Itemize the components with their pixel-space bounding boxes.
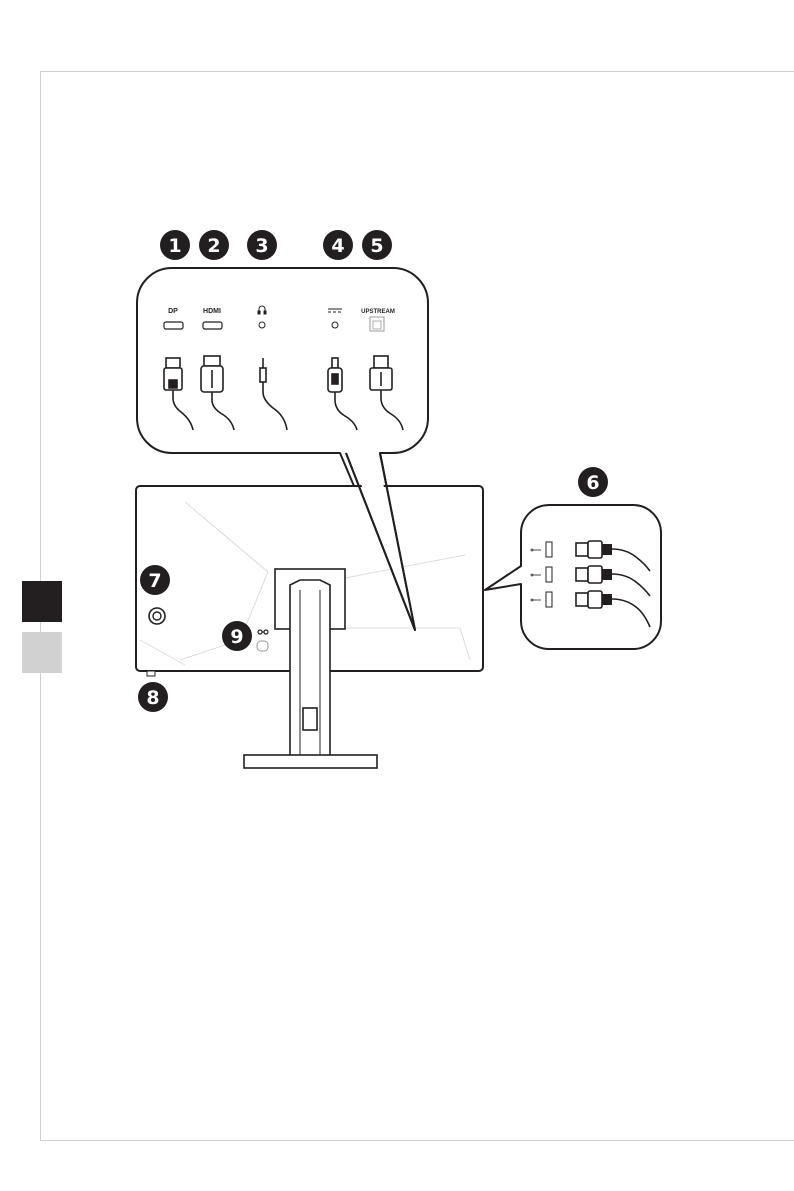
callout-badge-8: 8 xyxy=(138,682,168,712)
callout-badge-5: 5 xyxy=(362,230,392,260)
svg-text:7: 7 xyxy=(148,570,161,592)
upstream-label: UPSTREAM xyxy=(361,309,395,315)
callout-badge-7: 7 xyxy=(140,565,170,595)
svg-text:3: 3 xyxy=(255,235,268,257)
callout-badge-4: 4 xyxy=(323,230,353,260)
svg-text:2: 2 xyxy=(207,235,220,257)
headphone-jack xyxy=(259,322,265,328)
svg-text:1: 1 xyxy=(168,235,181,257)
svg-text:9: 9 xyxy=(230,626,243,648)
dp-port xyxy=(164,322,183,329)
hdmi-label: HDMI xyxy=(203,308,221,315)
callout-badge-2: 2 xyxy=(199,230,229,260)
joystick-button xyxy=(149,608,165,624)
usb-hub-callout xyxy=(485,505,661,649)
dc-in-jack xyxy=(332,322,338,328)
hdmi-port xyxy=(203,322,222,329)
svg-text:5: 5 xyxy=(370,235,383,257)
svg-text:4: 4 xyxy=(331,235,344,257)
callout-badge-1: 1 xyxy=(160,230,190,260)
callout-badge-6: 6 xyxy=(578,467,608,497)
svg-text:6: 6 xyxy=(586,472,599,494)
callout-badge-9: 9 xyxy=(222,621,252,651)
svg-text:8: 8 xyxy=(146,687,159,709)
kensington-slot xyxy=(257,641,268,651)
dp-label: DP xyxy=(168,308,178,315)
callout-badge-3: 3 xyxy=(247,230,277,260)
